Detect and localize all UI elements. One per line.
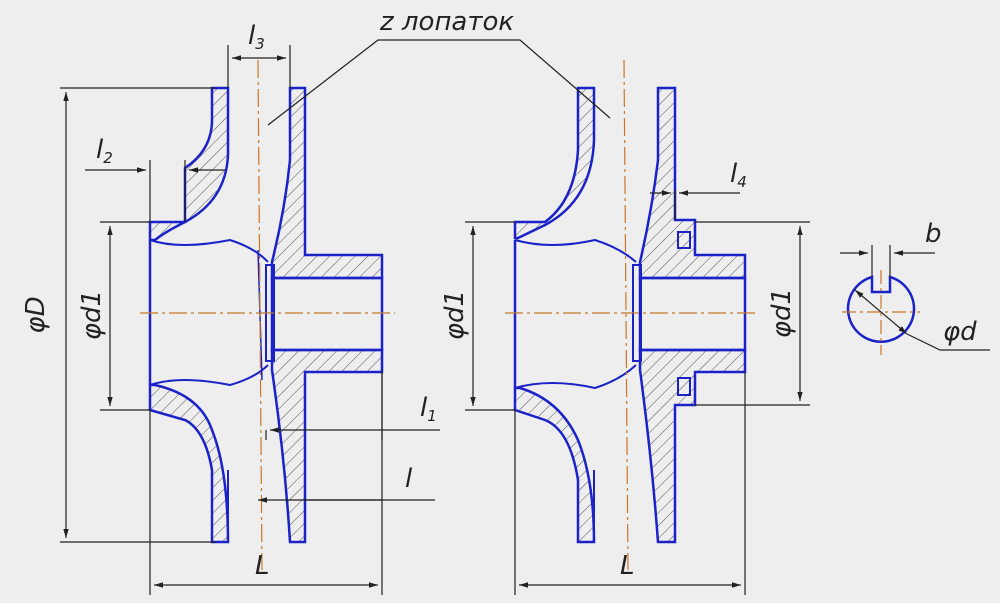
label-l3: l3: [248, 21, 265, 53]
left-back-disc-top: [270, 86, 384, 280]
blades-annotation: z лопаток: [379, 7, 514, 37]
right-front-shroud-top: [513, 86, 596, 240]
label-d1-hub: φd1: [767, 288, 797, 338]
left-bore: [270, 276, 384, 352]
label-d1-right: φd1: [440, 290, 470, 340]
label-d1-left: φd1: [77, 290, 107, 340]
left-impeller-section: [140, 59, 395, 571]
left-back-disc-bottom: [270, 348, 384, 544]
label-D: φD: [21, 296, 51, 333]
dimension-lines: [60, 39, 990, 595]
dimension-labels: z лопаток φD φd1 φd1 φd1 l3 l2 l4 l1 l L…: [21, 7, 977, 581]
label-b: b: [925, 219, 942, 249]
left-front-shroud-top: [148, 86, 230, 242]
label-l4: l4: [730, 159, 747, 191]
label-l1: l1: [420, 393, 437, 425]
right-impeller-section: [505, 59, 755, 571]
label-d: φd: [943, 317, 977, 347]
right-bore: [638, 276, 747, 352]
right-front-shroud-bottom: [513, 386, 596, 544]
right-back-disc-bottom: [638, 348, 747, 544]
label-l2: l2: [96, 135, 113, 167]
label-L-right: L: [620, 551, 635, 581]
right-back-disc-top: [638, 86, 747, 280]
label-l: l: [405, 464, 413, 494]
left-front-shroud-bottom: [148, 383, 230, 544]
label-L-left: L: [255, 551, 270, 581]
shaft-keyway-circle: [846, 275, 916, 343]
